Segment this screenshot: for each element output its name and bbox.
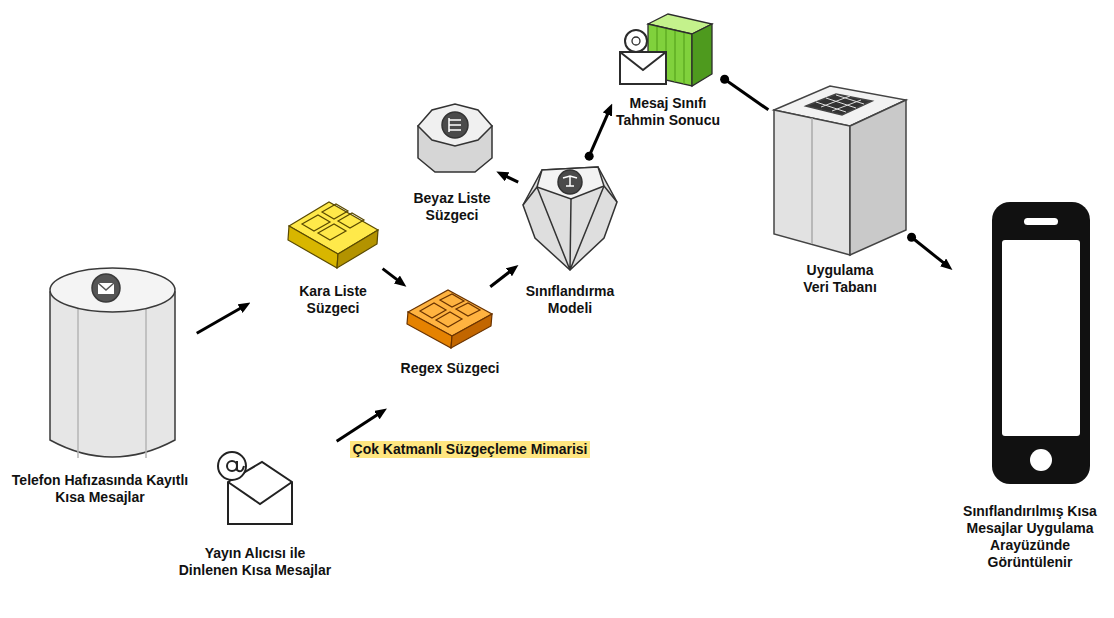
smartphone-icon <box>992 202 1090 484</box>
flow-arrow <box>337 412 382 442</box>
message-storage-icon-part <box>98 283 114 294</box>
filter-node: Regex Süzgeci <box>398 288 503 377</box>
node-label: Kara Liste Süzgeci <box>288 283 378 317</box>
flow-arrow <box>912 237 948 266</box>
database-server-icon <box>774 86 906 255</box>
classifier-model-icon-part <box>523 167 617 270</box>
prediction-result-icon-part <box>625 30 647 52</box>
regex-filter-icon-part <box>456 303 480 316</box>
filter-node: Kara Liste Süzgeci <box>285 198 381 317</box>
connector-dot <box>585 152 594 161</box>
node-label: Mesaj Sınıfı Tahmin Sonucu <box>613 95 723 129</box>
prediction-result-icon-part <box>620 52 666 70</box>
node-label: Yayın Alıcısı ile Dinlenen Kısa Mesajlar <box>175 545 335 579</box>
source-node: Yayın Alıcısı ile Dinlenen Kısa Mesajlar <box>175 440 335 579</box>
whitelist-filter-icon-part <box>418 104 492 146</box>
broadcast-envelope-icon-part <box>227 461 237 471</box>
blacklist-filter-icon-part <box>337 230 378 268</box>
flow-arrow <box>589 109 610 156</box>
flow-arrow <box>197 306 246 334</box>
regex-filter-icon <box>407 290 492 348</box>
node-label: Regex Süzgeci <box>398 360 503 377</box>
filter-node: Beyaz Liste Süzgeci <box>410 103 495 224</box>
model-node: Sınıflandırma Modeli <box>520 158 620 317</box>
broadcast-envelope-icon-part <box>228 462 292 524</box>
smartphone-icon-part <box>1002 240 1080 436</box>
regex-filter-icon-part <box>420 303 446 318</box>
flow-arrow <box>502 174 519 182</box>
database-server-icon-part <box>806 94 872 115</box>
blacklist-filter-icon <box>288 202 378 268</box>
message-storage-icon-part <box>50 268 175 312</box>
node-label: Sınıflandırılmış Kısa Mesajlar Uygulama … <box>954 503 1106 571</box>
broadcast-envelope-icon-part <box>237 461 244 471</box>
flow-arrow <box>490 269 513 287</box>
whitelist-filter-icon <box>418 104 492 172</box>
smartphone-icon-part <box>1030 449 1052 471</box>
classifier-model-icon-part <box>537 167 604 199</box>
message-storage-icon <box>50 268 175 458</box>
classifier-model-icon <box>523 167 617 270</box>
node-label: Uygulama Veri Tabanı <box>795 262 885 296</box>
diamond-fill <box>205 88 735 455</box>
regex-filter-icon-part <box>440 294 464 307</box>
flow-arrow <box>725 79 769 110</box>
message-storage-icon-part <box>50 292 175 457</box>
diamond-outline <box>200 82 740 464</box>
smartphone-icon-part <box>1024 218 1058 225</box>
prediction-result-icon <box>620 14 712 86</box>
whitelist-filter-icon-part <box>442 112 468 138</box>
database-server-icon-part <box>816 95 864 112</box>
database-server-icon-part <box>811 118 813 244</box>
blacklist-filter-icon-part <box>338 213 364 228</box>
blacklist-filter-icon-part <box>322 204 348 219</box>
smartphone-icon-part <box>992 202 1090 484</box>
node-label: Telefon Hafızasında Kayıtlı Kısa Mesajla… <box>5 472 195 506</box>
prediction-result-icon-part <box>632 37 640 45</box>
message-storage-icon-part <box>78 304 146 458</box>
region-title: Çok Katmanlı Süzgeçleme Mimarisi <box>350 441 591 458</box>
connector-dot <box>720 75 729 84</box>
filter-region: Çok Katmanlı Süzgeçleme Mimarisi Beyaz Li… <box>200 82 740 464</box>
message-storage-icon-part <box>92 274 120 302</box>
regex-filter-icon-part <box>407 312 452 348</box>
blacklist-filter-icon-part <box>288 226 338 268</box>
classifier-model-icon-part <box>563 176 577 186</box>
database-server-icon-part <box>774 110 850 255</box>
flow-arrow <box>383 269 402 284</box>
message-storage-icon-part <box>98 283 114 290</box>
source-node: Telefon Hafızasında Kayıtlı Kısa Mesajla… <box>5 262 195 506</box>
device-node: Sınıflandırılmış Kısa Mesajlar Uygulama … <box>954 198 1106 571</box>
result-node: Mesaj Sınıfı Tahmin Sonucu <box>613 10 723 129</box>
broadcast-envelope-icon-part <box>228 482 292 504</box>
prediction-result-icon-part <box>692 24 712 86</box>
database-node: Uygulama Veri Tabanı <box>770 82 910 296</box>
broadcast-envelope-icon-part <box>218 452 246 480</box>
classifier-model-icon-part <box>523 186 617 270</box>
prediction-result-icon-part <box>620 52 666 84</box>
broadcast-envelope-icon <box>218 452 292 524</box>
classifier-model-icon-part <box>558 170 582 194</box>
node-label: Sınıflandırma Modeli <box>520 283 620 317</box>
whitelist-filter-icon-part <box>449 118 461 132</box>
regex-filter-icon-part <box>436 312 462 327</box>
blacklist-filter-icon-part <box>318 224 346 240</box>
database-server-icon-part <box>850 100 906 255</box>
connector-dot <box>907 233 916 242</box>
node-label: Beyaz Liste Süzgeci <box>410 190 495 224</box>
regex-filter-icon-part <box>451 314 492 348</box>
